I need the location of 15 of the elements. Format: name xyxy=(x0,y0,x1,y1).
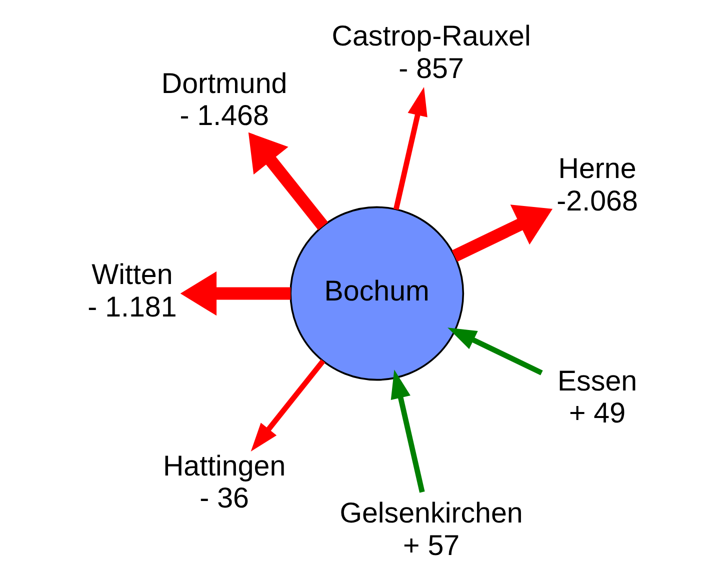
node-circle: Bochum xyxy=(289,206,464,381)
node-text: Castrop-Rauxel - 857 xyxy=(331,20,530,85)
arrow xyxy=(180,271,290,316)
node-text: Dortmund - 1.468 xyxy=(160,68,287,132)
arrow xyxy=(248,132,328,230)
node-text: Witten - 1.181 xyxy=(87,259,176,324)
node-text: Herne -2.068 xyxy=(556,153,638,218)
node-text: Essen + 49 xyxy=(556,365,637,430)
arrow xyxy=(447,328,542,376)
arrow xyxy=(390,370,424,493)
arrow xyxy=(250,359,325,452)
arrow xyxy=(451,204,552,262)
node-text: Hattingen - 36 xyxy=(162,450,286,515)
node-text: Gelsenkirchen + 57 xyxy=(339,498,522,562)
arrow xyxy=(392,87,427,210)
